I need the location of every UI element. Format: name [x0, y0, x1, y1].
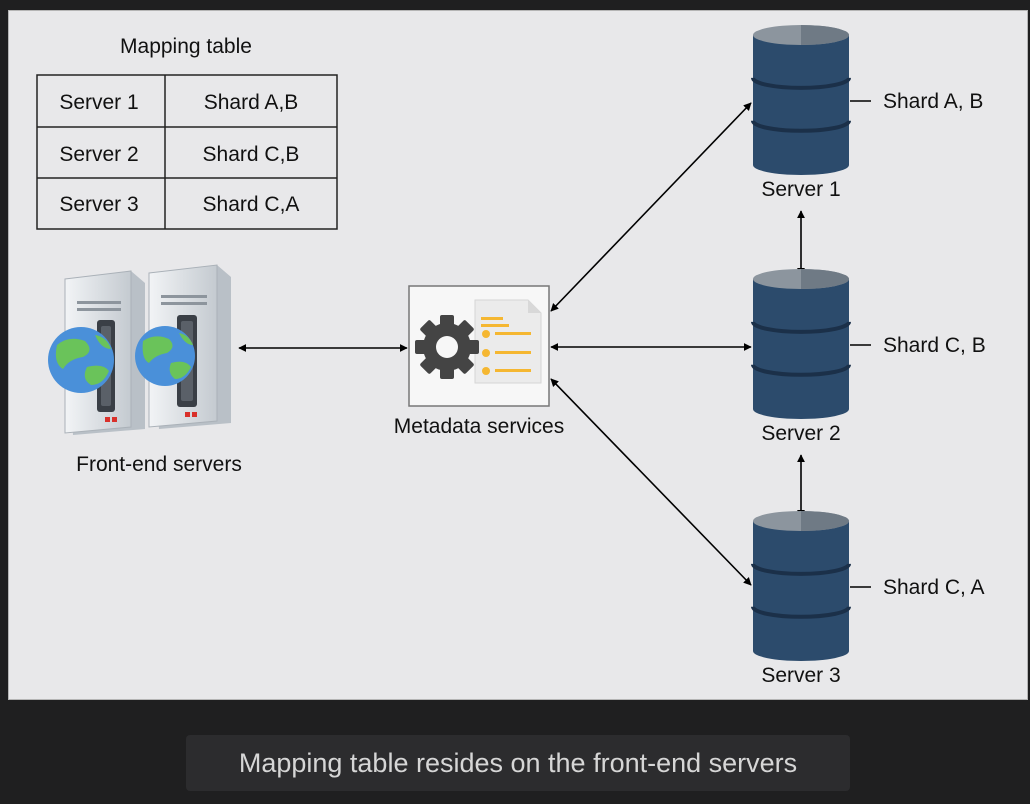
- mapping-table-title: Mapping table: [120, 35, 252, 58]
- arrow-metadata-server3: [550, 378, 752, 586]
- table-cell-server: Server 1: [59, 91, 138, 114]
- document-icon: [474, 299, 542, 384]
- database-icon: [751, 511, 851, 661]
- database-icon: [751, 25, 851, 175]
- table-cell-shards: Shard C,A: [203, 193, 300, 216]
- front-end-servers-icon: [48, 264, 231, 435]
- globe-icon: [48, 327, 114, 393]
- gear-icon: [415, 315, 479, 379]
- caption: Mapping table resides on the front-end s…: [186, 735, 850, 791]
- metadata-services-node: [408, 285, 550, 407]
- server-label: Server 3: [761, 664, 840, 687]
- table-cell-server: Server 2: [59, 143, 138, 166]
- table-cell-shards: Shard A,B: [204, 91, 299, 114]
- shard-label: Shard A, B: [883, 90, 983, 113]
- diagram-svg: Mapping table Server 1 Shard A,B Server …: [36, 25, 986, 687]
- connections: [238, 100, 871, 588]
- globe-icon: [135, 326, 195, 386]
- server-label: Server 2: [761, 422, 840, 445]
- metadata-services-label: Metadata services: [394, 415, 564, 438]
- front-end-servers-label: Front-end servers: [76, 453, 242, 476]
- arrow-metadata-server1: [550, 102, 752, 312]
- shard-label: Shard C, A: [883, 576, 985, 599]
- server-label: Server 1: [761, 178, 840, 201]
- diagram-canvas: Mapping table Server 1 Shard A,B Server …: [8, 10, 1028, 700]
- shard-label: Shard C, B: [883, 334, 986, 357]
- mapping-table: [36, 74, 338, 230]
- table-cell-shards: Shard C,B: [203, 143, 300, 166]
- table-cell-server: Server 3: [59, 193, 138, 216]
- database-icon: [751, 269, 851, 419]
